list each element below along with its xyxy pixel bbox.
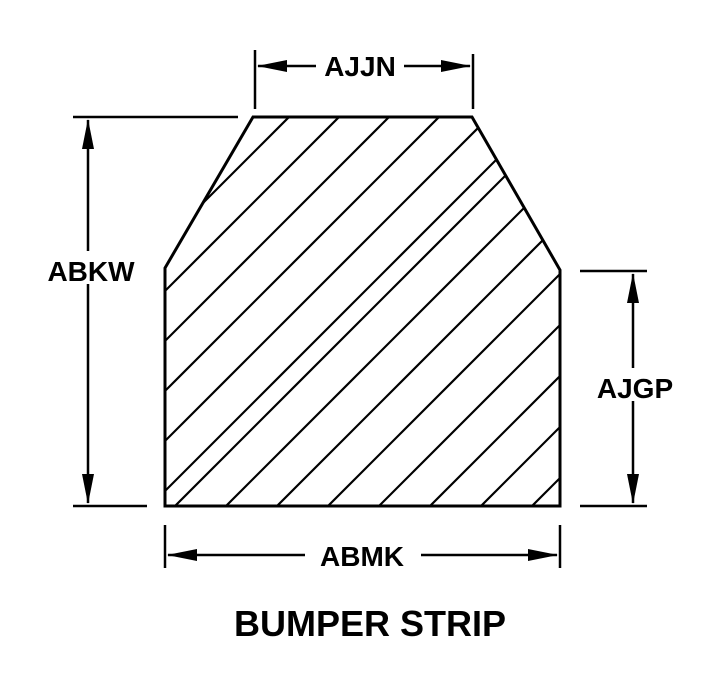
dimension-overall-height (73, 115, 238, 508)
arrow-right-icon (441, 60, 471, 72)
arrow-up-icon (82, 119, 94, 149)
section-hatching (165, 117, 560, 506)
arrow-left-icon (167, 549, 197, 561)
arrow-down-icon (627, 474, 639, 504)
label-side-height: AJGP (597, 373, 673, 404)
label-overall-width: ABMK (320, 541, 404, 572)
arrow-up-icon (627, 273, 639, 303)
arrow-right-icon (528, 549, 558, 561)
bumper-strip-profile (163, 115, 562, 508)
arrow-down-icon (82, 474, 94, 504)
label-top-width: AJJN (324, 51, 396, 82)
arrow-left-icon (257, 60, 287, 72)
drawing-title: BUMPER STRIP (234, 603, 506, 644)
label-overall-height: ABKW (47, 256, 135, 287)
